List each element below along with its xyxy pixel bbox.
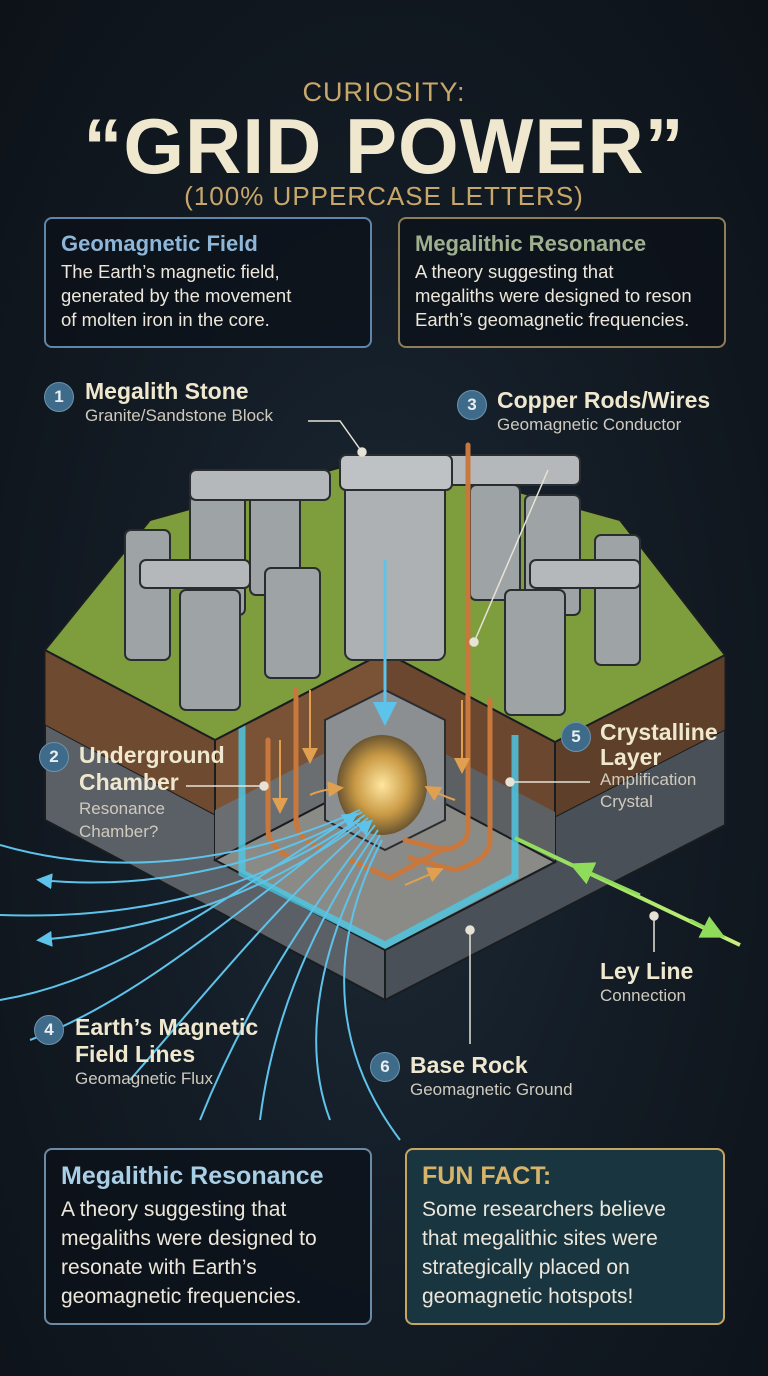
- copper-flow-arrows: [272, 690, 470, 886]
- box-line: geomagnetic frequencies.: [61, 1285, 302, 1308]
- label-ley-line: Ley Line Connection: [600, 958, 693, 1007]
- header-kicker: CURIOSITY:: [302, 77, 466, 107]
- box-line: that megalithic sites were: [422, 1227, 658, 1250]
- label-number-6: 6: [370, 1052, 400, 1082]
- label-sub: Resonance: [79, 799, 166, 818]
- box-line: generated by the movement: [61, 285, 292, 306]
- label-number-2: 2: [39, 742, 69, 772]
- box-line: A theory suggesting that: [61, 1198, 287, 1221]
- box-line: Earth’s geomagnetic frequencies.: [415, 309, 690, 330]
- label-title: Earth’s Magnetic: [75, 1014, 259, 1040]
- ley-arrow-in: [569, 862, 641, 897]
- box-line: Some researchers believe: [422, 1198, 666, 1221]
- megalithic-resonance-box: Megalithic Resonance A theory suggesting…: [44, 1148, 372, 1325]
- label-underground-chamber: Underground Chamber Resonance Chamber?: [79, 742, 225, 843]
- box-title: Megalithic Resonance: [61, 1162, 324, 1190]
- label-title: Copper Rods/Wires: [497, 387, 711, 413]
- crystalline-layer: [238, 715, 519, 949]
- box-title: FUN FACT:: [422, 1162, 552, 1190]
- label-sub: Crystal: [600, 792, 653, 811]
- megalith-stones: [124, 454, 641, 716]
- page-title: “GRID POWER”: [83, 102, 685, 190]
- label-title: Megalith Stone: [85, 378, 249, 404]
- chamber-glow: [337, 735, 427, 835]
- label-title: Base Rock: [410, 1052, 528, 1078]
- label-sub: Geomagnetic Flux: [75, 1069, 213, 1088]
- megalithic-resonance-box-top: Megalithic Resonance A theory suggesting…: [398, 217, 726, 348]
- label-magnetic-field-lines: Earth’s Magnetic Field Lines Geomagnetic…: [75, 1014, 258, 1090]
- geomagnetic-field-box: Geomagnetic Field The Earth’s magnetic f…: [44, 217, 372, 348]
- header-subtitle: (100% UPPERCASE LETTERS): [184, 181, 584, 211]
- label-sub: Granite/Sandstone Block: [85, 406, 274, 425]
- label-sub: Geomagnetic Ground: [410, 1080, 573, 1099]
- leader-lines: [186, 420, 659, 1044]
- label-title: Underground: [79, 742, 225, 768]
- label-sub: Connection: [600, 986, 687, 1005]
- box-line: The Earth’s magnetic field,: [61, 261, 280, 282]
- box-line: resonate with Earth’s: [61, 1256, 257, 1279]
- label-megalith-stone: Megalith Stone Granite/Sandstone Block: [85, 378, 273, 427]
- box-line: A theory suggesting that: [415, 261, 614, 282]
- label-crystalline-layer: Crystalline Layer Amplification Crystal: [600, 720, 718, 813]
- label-copper-rods: Copper Rods/Wires Geomagnetic Conductor: [497, 387, 710, 436]
- label-sub: Geomagnetic Conductor: [497, 415, 682, 434]
- box-line: of molten iron in the core.: [61, 309, 270, 330]
- box-line: geomagnetic hotspots!: [422, 1285, 634, 1308]
- label-number-1: 1: [44, 382, 74, 412]
- box-title: Geomagnetic Field: [61, 231, 258, 256]
- fun-fact-box: FUN FACT: Some researchers believe that …: [405, 1148, 725, 1325]
- box-title: Megalithic Resonance: [415, 231, 647, 256]
- box-line: megaliths were designed to: [61, 1227, 317, 1250]
- label-sub: Chamber?: [79, 822, 159, 841]
- label-number-5: 5: [561, 722, 591, 752]
- box-line: strategically placed on: [422, 1256, 630, 1279]
- ley-arrow-out: [689, 916, 726, 938]
- label-base-rock: Base Rock Geomagnetic Ground: [410, 1052, 573, 1101]
- box-line: megaliths were designed to reson: [415, 285, 692, 306]
- label-sub: Amplification: [600, 770, 697, 789]
- label-number-4: 4: [34, 1015, 64, 1045]
- label-title: Crystalline: [600, 719, 718, 745]
- label-title: Layer: [600, 744, 662, 770]
- magnetic-field-lines: [0, 809, 401, 1141]
- label-number-3: 3: [457, 390, 487, 420]
- label-title: Ley Line: [600, 958, 694, 984]
- label-title: Field Lines: [75, 1041, 196, 1067]
- label-title: Chamber: [79, 769, 179, 795]
